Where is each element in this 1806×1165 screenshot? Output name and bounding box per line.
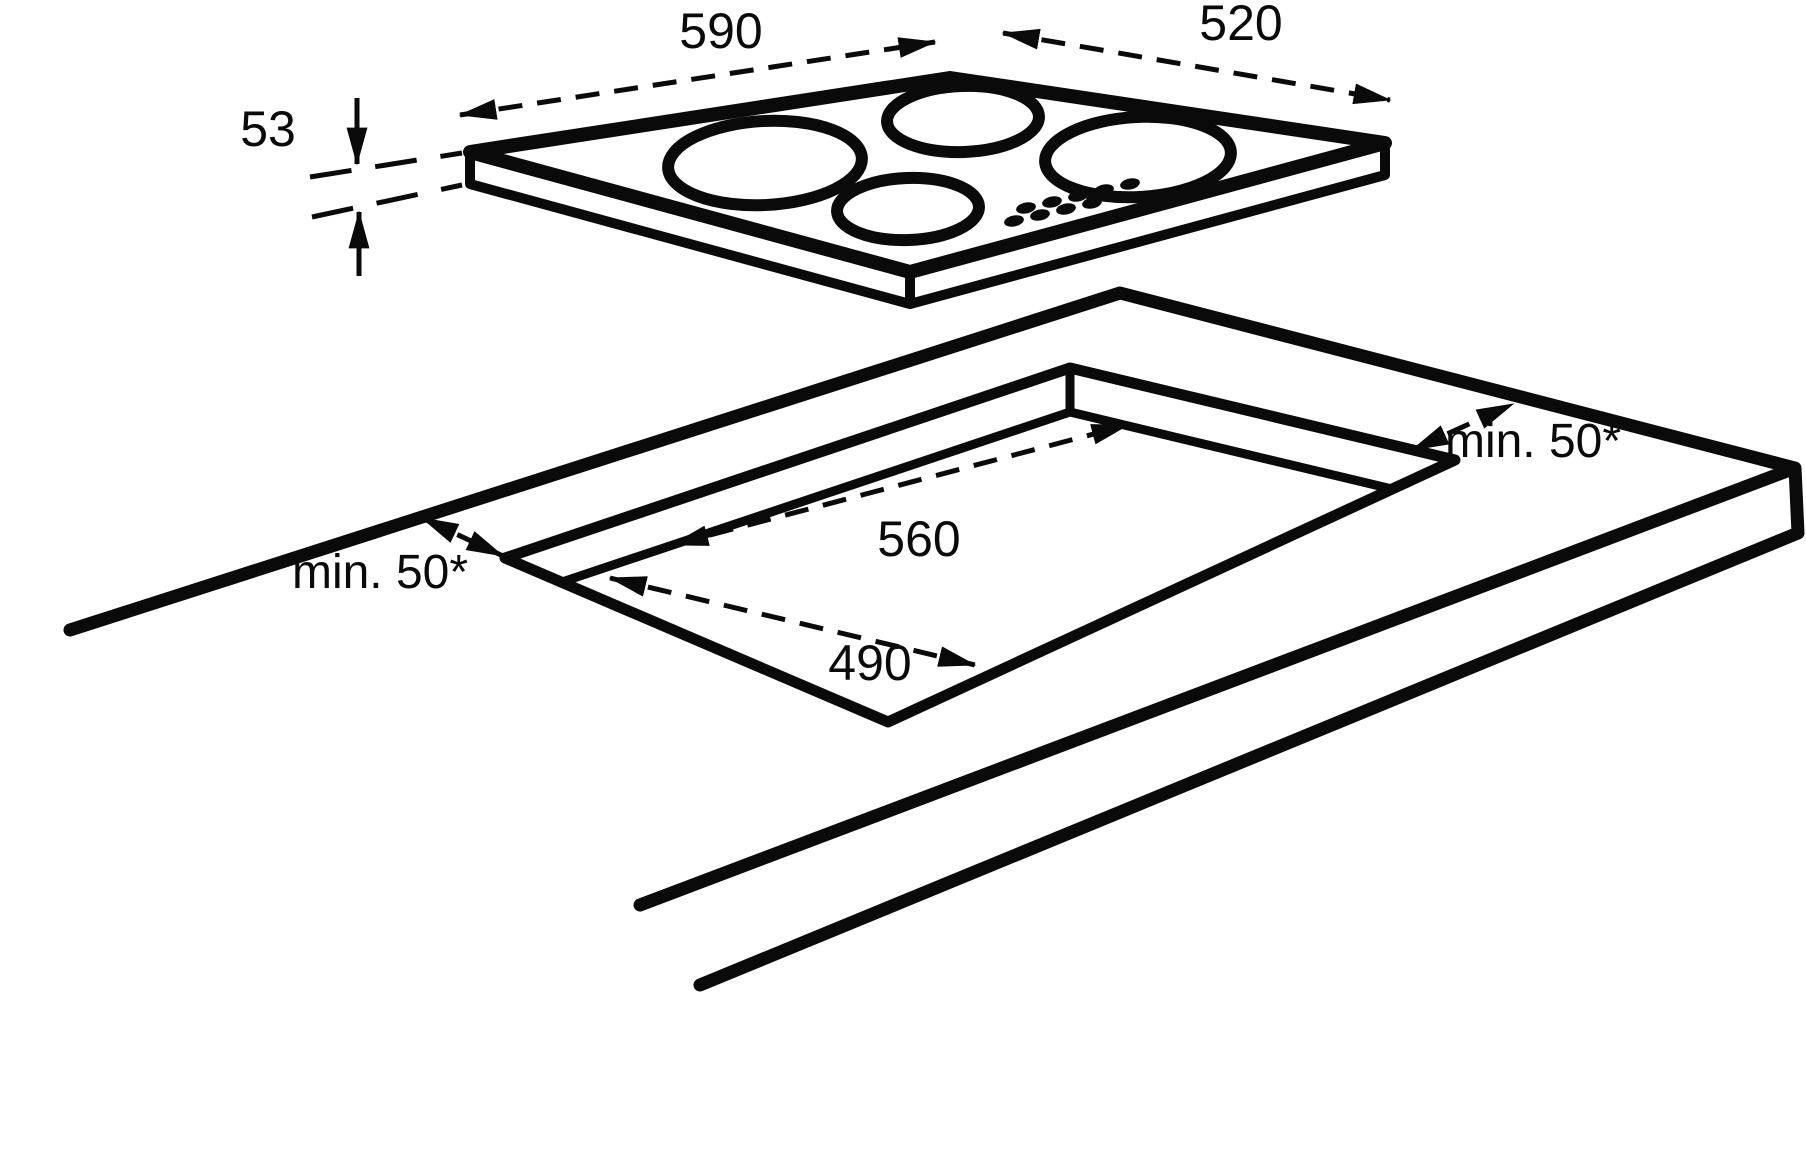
clearance-left-label: min. 50* bbox=[292, 546, 468, 599]
clearance-right-arrow bbox=[1410, 401, 1515, 453]
burner-back-icon bbox=[881, 79, 1045, 159]
cutout-width-label: 560 bbox=[877, 511, 960, 567]
burner-left-icon bbox=[662, 114, 868, 212]
hob-depth-dimension: 520 bbox=[1001, 0, 1392, 105]
hob-width-dimension: 590 bbox=[458, 3, 937, 120]
clearance-right-label: min. 50* bbox=[1445, 415, 1621, 468]
hob-height-extension-top bbox=[309, 150, 463, 180]
hob-height-dimension: 53 bbox=[240, 98, 463, 276]
burner-right-icon bbox=[1039, 110, 1237, 204]
hob-height-label: 53 bbox=[240, 101, 296, 157]
countertop bbox=[63, 286, 1805, 992]
burner-front-icon bbox=[831, 171, 985, 247]
cooktop-side-faces bbox=[465, 138, 1390, 309]
clearance-left-dimension: min. 50* bbox=[292, 515, 505, 599]
hob-width-arrow bbox=[458, 37, 937, 120]
hob-height-extension-bottom bbox=[311, 182, 463, 220]
countertop-edges bbox=[63, 286, 1805, 992]
hob-width-label: 590 bbox=[679, 3, 762, 59]
touch-control-dots-icon bbox=[1004, 178, 1140, 227]
cutout-depth-label: 490 bbox=[828, 635, 911, 691]
cutout-rim bbox=[499, 362, 1461, 728]
cooktop bbox=[463, 71, 1392, 309]
clearance-right-dimension: min. 50* bbox=[1410, 401, 1621, 468]
hob-depth-arrow bbox=[1001, 28, 1392, 105]
cutout-depth-arrow bbox=[608, 575, 977, 668]
clearance-left-arrow bbox=[420, 515, 505, 559]
cutout-width-arrow bbox=[670, 422, 1130, 548]
hob-depth-label: 520 bbox=[1199, 0, 1282, 51]
cutout-depth-dimension: 490 bbox=[608, 575, 977, 691]
cutout-width-dimension: 560 bbox=[670, 422, 1130, 567]
